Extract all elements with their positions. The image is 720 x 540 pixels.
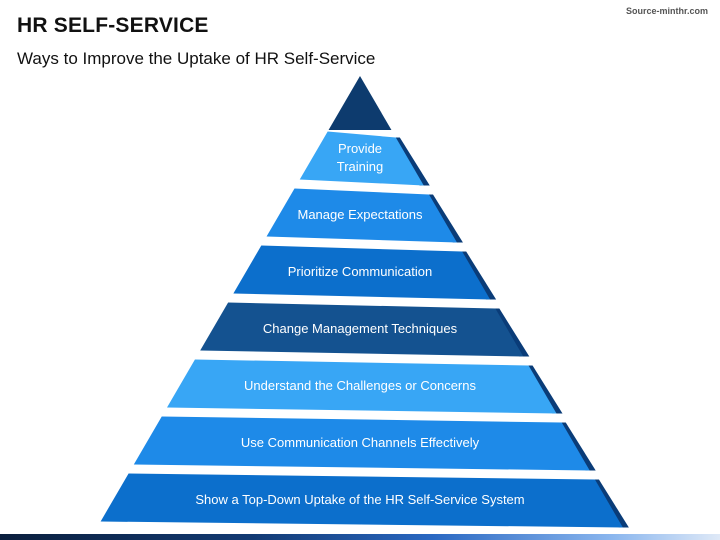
pyramid-layer-1 xyxy=(299,131,424,186)
pyramid-layer-4 xyxy=(200,302,524,357)
pyramid-layer-label-4: Change Management Techniques xyxy=(262,320,458,336)
footer-bar xyxy=(0,534,720,540)
pyramid-layer-3 xyxy=(233,245,491,300)
pyramid-layer-7 xyxy=(100,473,623,528)
pyramid-layer-5 xyxy=(166,359,557,414)
pyramid-tip xyxy=(328,76,392,130)
page-subtitle: Ways to Improve the Uptake of HR Self-Se… xyxy=(17,49,376,68)
pyramid-layer-label-6: Use Communication Channels Effectively xyxy=(240,434,480,450)
pyramid-layer-6 xyxy=(133,416,590,471)
source-credit: Source-minthr.com xyxy=(625,6,708,16)
pyramid-layer-2 xyxy=(266,188,457,243)
pyramid-layer-label-2: Manage Expectations xyxy=(297,206,423,222)
pyramid-layer-label-5: Understand the Challenges or Concerns xyxy=(244,377,476,393)
pyramid-layer-label-3: Prioritize Communication xyxy=(287,263,433,279)
pyramid-layer-label-7: Show a Top-Down Uptake of the HR Self-Se… xyxy=(195,491,525,507)
page-title: HR SELF-SERVICE xyxy=(17,14,209,37)
